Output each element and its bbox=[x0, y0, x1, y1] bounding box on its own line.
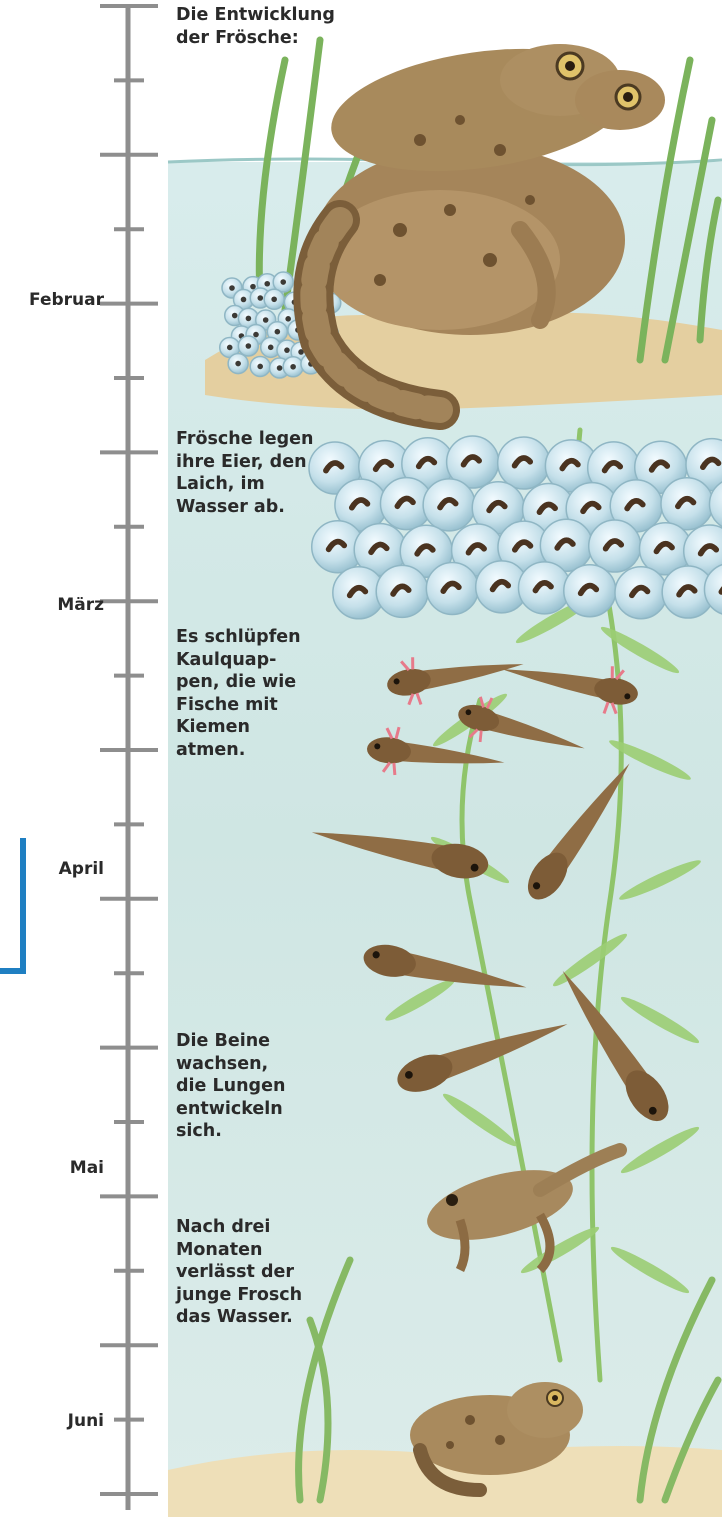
egg-core bbox=[268, 345, 274, 351]
stage-text-beine: Die Beine wachsen, die Lungen entwickeln… bbox=[176, 1030, 346, 1143]
egg bbox=[519, 562, 571, 614]
egg-core bbox=[253, 332, 259, 338]
egg-core bbox=[280, 279, 286, 285]
month-label-april: April bbox=[4, 859, 104, 879]
egg bbox=[426, 563, 478, 615]
egg-core bbox=[241, 297, 247, 303]
timeline bbox=[100, 6, 158, 1510]
egg-core bbox=[229, 285, 235, 291]
diagram-title: Die Entwicklung der Frösche: bbox=[176, 4, 346, 49]
stage-text-laich: Frösche legen ihre Eier, den Laich, im W… bbox=[176, 428, 346, 518]
egg-core bbox=[284, 347, 290, 353]
month-label-juni: Juni bbox=[4, 1411, 104, 1431]
egg-core bbox=[275, 329, 281, 335]
egg bbox=[423, 479, 475, 531]
egg bbox=[661, 478, 713, 530]
egg-core bbox=[246, 343, 252, 349]
egg bbox=[564, 565, 616, 617]
month-label-maerz: März bbox=[4, 595, 104, 615]
egg-core bbox=[227, 345, 233, 351]
egg-core bbox=[257, 364, 263, 370]
month-label-februar: Februar bbox=[4, 290, 104, 310]
egg-core bbox=[235, 361, 241, 367]
spawn-cluster-middle bbox=[309, 436, 722, 619]
egg-core bbox=[271, 296, 277, 302]
egg-core bbox=[232, 313, 238, 319]
egg-core bbox=[246, 316, 252, 322]
egg bbox=[376, 565, 428, 617]
egg-core bbox=[285, 316, 291, 322]
stage-text-frosch: Nach drei Monaten verlässt der junge Fro… bbox=[176, 1216, 346, 1329]
egg-core bbox=[257, 295, 263, 301]
egg-core bbox=[250, 284, 256, 290]
stage-text-kaulquappen: Es schlüpfen Kaulquap- pen, die wie Fisc… bbox=[176, 626, 346, 761]
egg bbox=[589, 520, 641, 572]
egg-core bbox=[264, 281, 270, 287]
month-label-mai: Mai bbox=[4, 1158, 104, 1178]
egg bbox=[498, 437, 550, 489]
egg-core bbox=[290, 364, 296, 370]
egg bbox=[615, 567, 667, 619]
egg-core bbox=[263, 317, 269, 323]
egg-core bbox=[277, 365, 283, 371]
